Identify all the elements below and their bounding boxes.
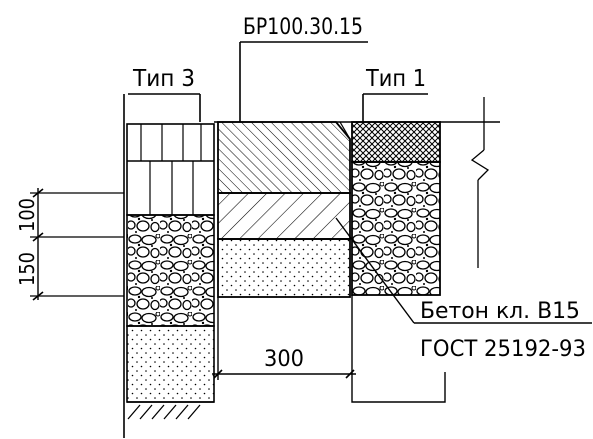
type1-section bbox=[214, 97, 500, 403]
curb-section bbox=[217, 121, 351, 298]
type1-label: Тип 1 bbox=[365, 66, 426, 92]
type1-label-group: Тип 1 bbox=[362, 66, 428, 122]
curb-mark-label: БР100.30.15 bbox=[243, 15, 363, 40]
concrete-label: Бетон кл. В15 bbox=[420, 299, 580, 324]
type3-section bbox=[123, 94, 215, 438]
type3-label: Тип 3 bbox=[132, 66, 195, 92]
curb-label-group: БР100.30.15 bbox=[239, 15, 368, 122]
width-value: 300 bbox=[264, 347, 304, 372]
concrete-label-group: Бетон кл. В15 ГОСТ 25192-93 bbox=[335, 217, 592, 362]
layer-bottom-value: 150 bbox=[15, 252, 39, 286]
layer-top-value: 100 bbox=[15, 198, 39, 232]
gost-label: ГОСТ 25192-93 bbox=[420, 337, 586, 362]
type3-label-group: Тип 3 bbox=[128, 66, 201, 122]
vertical-dimensions: 100 150 bbox=[15, 188, 124, 301]
width-dimension: 300 bbox=[212, 297, 356, 380]
